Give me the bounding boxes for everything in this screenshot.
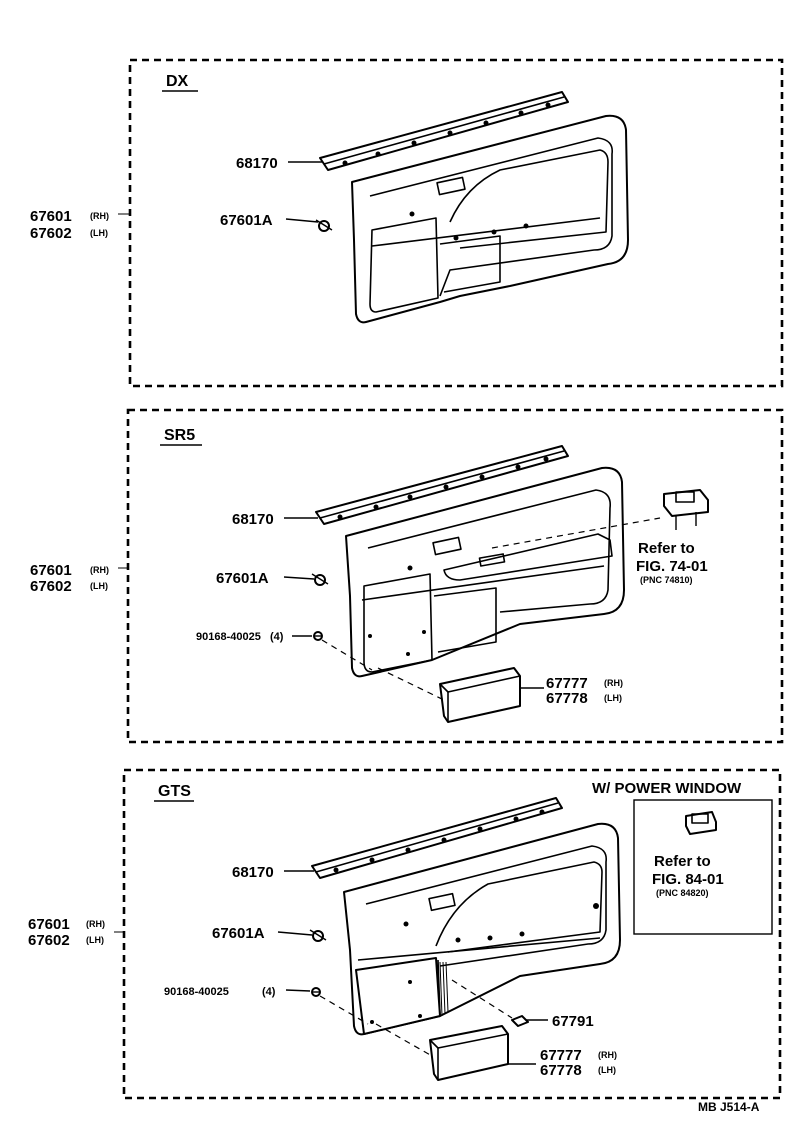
sr5-clip-leader: [283, 576, 315, 580]
sr5-panel-rh-label: 67601: [30, 562, 72, 579]
gts-ref-line3: (PNC 84820): [656, 888, 709, 898]
sr5-panel-lh-label: 67602: [30, 578, 72, 595]
gts-carpet-part: [511, 1015, 529, 1027]
gts-clip-part: [309, 929, 327, 942]
dx-molding-part: [319, 91, 569, 171]
gts-screw-dashline: [319, 995, 369, 1025]
sr5-section: SR5: [30, 408, 784, 744]
dx-door-panel: [351, 114, 629, 324]
gts-molding-part: [311, 797, 563, 879]
dx-clip-label: 67601A: [220, 212, 273, 229]
gts-section: GTS W/ POWER WINDOW Refer to FIG. 84-01 …: [28, 768, 782, 1100]
dx-panel-rh-label: 67601: [30, 208, 72, 225]
gts-panel-rh-side: (RH): [86, 919, 105, 929]
sr5-screw-qty: (4): [270, 631, 284, 643]
gts-pocket-lh-label: 67778: [540, 1062, 582, 1079]
dx-section: DX 68: [30, 58, 784, 388]
gts-pocket-rh-label: 67777: [540, 1047, 582, 1064]
gts-ref-line2: FIG. 84-01: [652, 871, 724, 888]
gts-carpet-label: 67791: [552, 1013, 594, 1030]
sr5-door-panel: [345, 466, 625, 678]
gts-screw-leader: [285, 989, 311, 992]
gts-screw-qty: (4): [262, 986, 276, 998]
dx-panel-lh-label: 67602: [30, 225, 72, 242]
gts-panel-lh-side: (LH): [86, 935, 104, 945]
sr5-clip-label: 67601A: [216, 570, 269, 587]
gts-panel-lh-label: 67602: [28, 932, 70, 949]
dx-clip-part: [315, 219, 333, 232]
gts-clip-leader: [277, 931, 313, 936]
sr5-molding-part: [315, 445, 569, 525]
dx-title: DX: [166, 73, 189, 90]
gts-door-panel: [343, 822, 621, 1036]
sr5-window-switch: [663, 489, 709, 530]
gts-door-pocket: [429, 1025, 509, 1081]
dx-frame: [128, 58, 784, 388]
dx-panel-lh-side: (LH): [90, 228, 108, 238]
sr5-frame: [126, 408, 784, 744]
sr5-pocket-rh-label: 67777: [546, 675, 588, 692]
gts-screw-part: [311, 987, 321, 997]
gts-title: GTS: [158, 783, 191, 800]
sr5-ref-line1: Refer to: [638, 540, 695, 557]
sr5-screw-label: 90168-40025: [196, 631, 261, 643]
sr5-screw-part: [313, 631, 323, 641]
footer-code: MB J514-A: [698, 1100, 760, 1114]
dx-panel-rh-side: (RH): [90, 211, 109, 221]
gts-frame: [122, 768, 782, 1100]
gts-ref-line1: Refer to: [654, 853, 711, 870]
gts-screw-label: 90168-40025: [164, 986, 229, 998]
sr5-pocket-lh-label: 67778: [546, 690, 588, 707]
dx-molding-label: 68170: [236, 155, 278, 172]
gts-clip-label: 67601A: [212, 925, 265, 942]
sr5-ref-line2: FIG. 74-01: [636, 558, 708, 575]
sr5-door-pocket: [439, 667, 521, 723]
gts-inset-title: W/ POWER WINDOW: [592, 780, 742, 797]
gts-molding-label: 68170: [232, 864, 274, 881]
sr5-pocket-lh-side: (LH): [604, 693, 622, 703]
dx-clip-leader: [285, 218, 319, 223]
sr5-ref-line3: (PNC 74810): [640, 575, 693, 585]
gts-panel-rh-label: 67601: [28, 916, 70, 933]
gts-inset-box: [633, 799, 773, 935]
sr5-title: SR5: [164, 427, 195, 444]
gts-window-switch: [685, 811, 717, 835]
gts-pocket-rh-side: (RH): [598, 1050, 617, 1060]
sr5-molding-label: 68170: [232, 511, 274, 528]
sr5-clip-part: [311, 573, 329, 586]
sr5-panel-rh-side: (RH): [90, 565, 109, 575]
sr5-panel-lh-side: (LH): [90, 581, 108, 591]
sr5-pocket-rh-side: (RH): [604, 678, 623, 688]
gts-pocket-lh-side: (LH): [598, 1065, 616, 1075]
sr5-screw-dashline: [321, 639, 373, 671]
gts-carpet-dashline: [451, 979, 513, 1019]
sr5-pocket-dashline: [377, 667, 445, 701]
